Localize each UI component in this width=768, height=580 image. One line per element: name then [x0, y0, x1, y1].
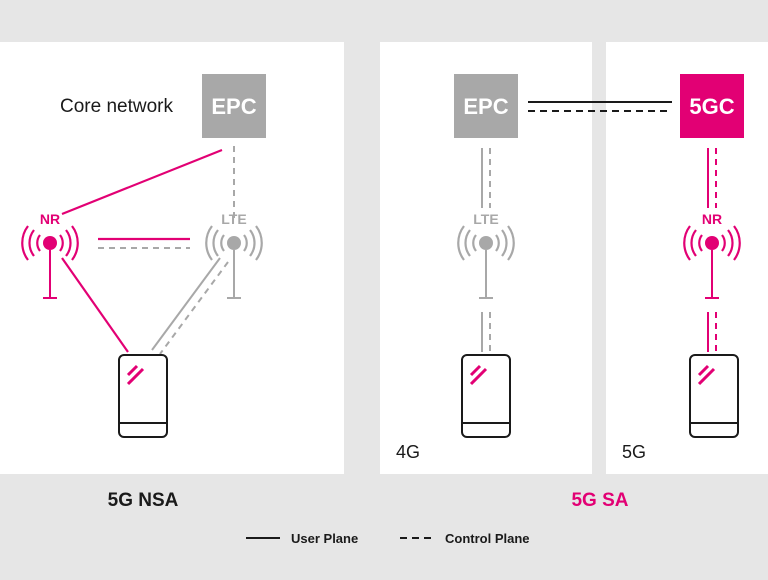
epc-nr-user-link [61, 148, 223, 216]
nsa-nr-antenna: NR [21, 211, 79, 299]
nsa-lte-label: LTE [221, 211, 246, 227]
legend-control-plane-label: Control Plane [445, 531, 530, 546]
sa-epc-label: EPC [463, 94, 508, 119]
lte-device-user-link [151, 257, 221, 351]
sa-epc-box: EPC [454, 74, 518, 138]
sa-4g-device [460, 353, 512, 439]
core-network-label: Core network [60, 96, 173, 117]
nsa-lte-antenna: LTE [205, 211, 263, 299]
sa-5gc-box: 5GC [680, 74, 744, 138]
nsa-device [117, 353, 169, 439]
sa-5gc-label: 5GC [689, 94, 734, 119]
sa-nr-antenna: NR [683, 211, 741, 299]
sa-lte-antenna: LTE [457, 211, 515, 299]
sa-nr-label: NR [702, 211, 722, 227]
lte-device-control-link [159, 261, 229, 355]
nsa-nr-label: NR [40, 211, 60, 227]
sa-5g-label: 5G [622, 442, 646, 462]
nr-device-user-link [61, 257, 129, 353]
sa-4g-label: 4G [396, 442, 420, 462]
sa-title: 5G SA [571, 490, 628, 511]
nsa-title: 5G NSA [108, 490, 179, 511]
legend: User Plane Control Plane [246, 531, 530, 546]
legend-user-plane-label: User Plane [291, 531, 358, 546]
nsa-panel [0, 42, 344, 474]
nsa-epc-box: EPC [202, 74, 266, 138]
sa-lte-label: LTE [473, 211, 498, 227]
sa-5g-device [688, 353, 740, 439]
nsa-epc-label: EPC [211, 94, 256, 119]
